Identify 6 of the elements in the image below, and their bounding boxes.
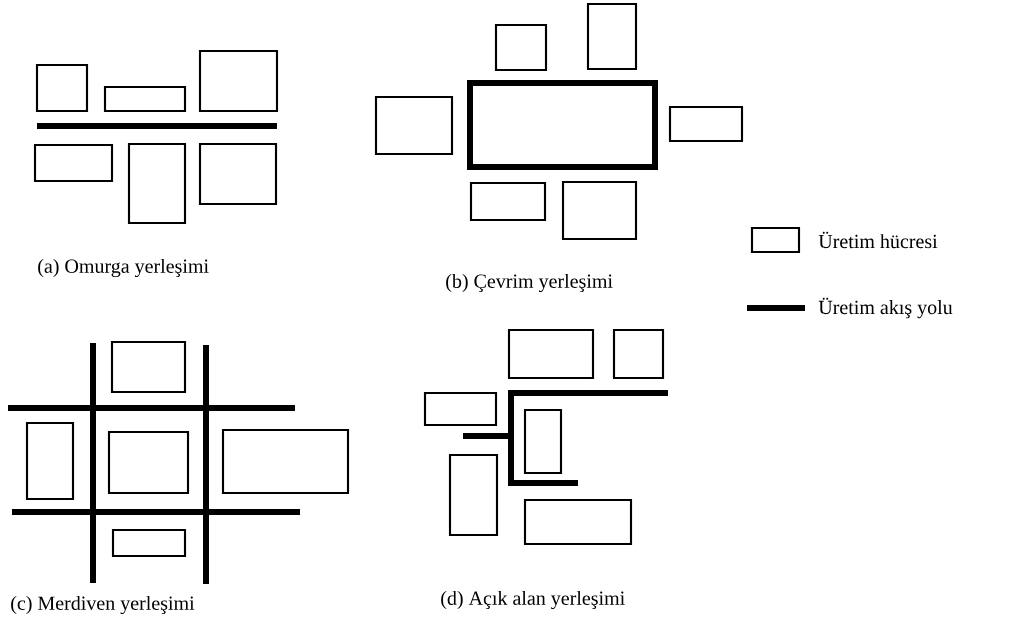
caption: (c) Merdiven yerleşimi <box>11 595 195 615</box>
caption: (d) Açık alan yerleşimi <box>441 590 625 610</box>
caption: (a) Omurga yerleşimi <box>38 258 209 278</box>
legend-label: Üretim hücresi <box>818 231 938 249</box>
legend-label: Üretim akış yolu <box>818 297 953 319</box>
caption: (b) Çevrim yerleşimi <box>446 273 613 293</box>
